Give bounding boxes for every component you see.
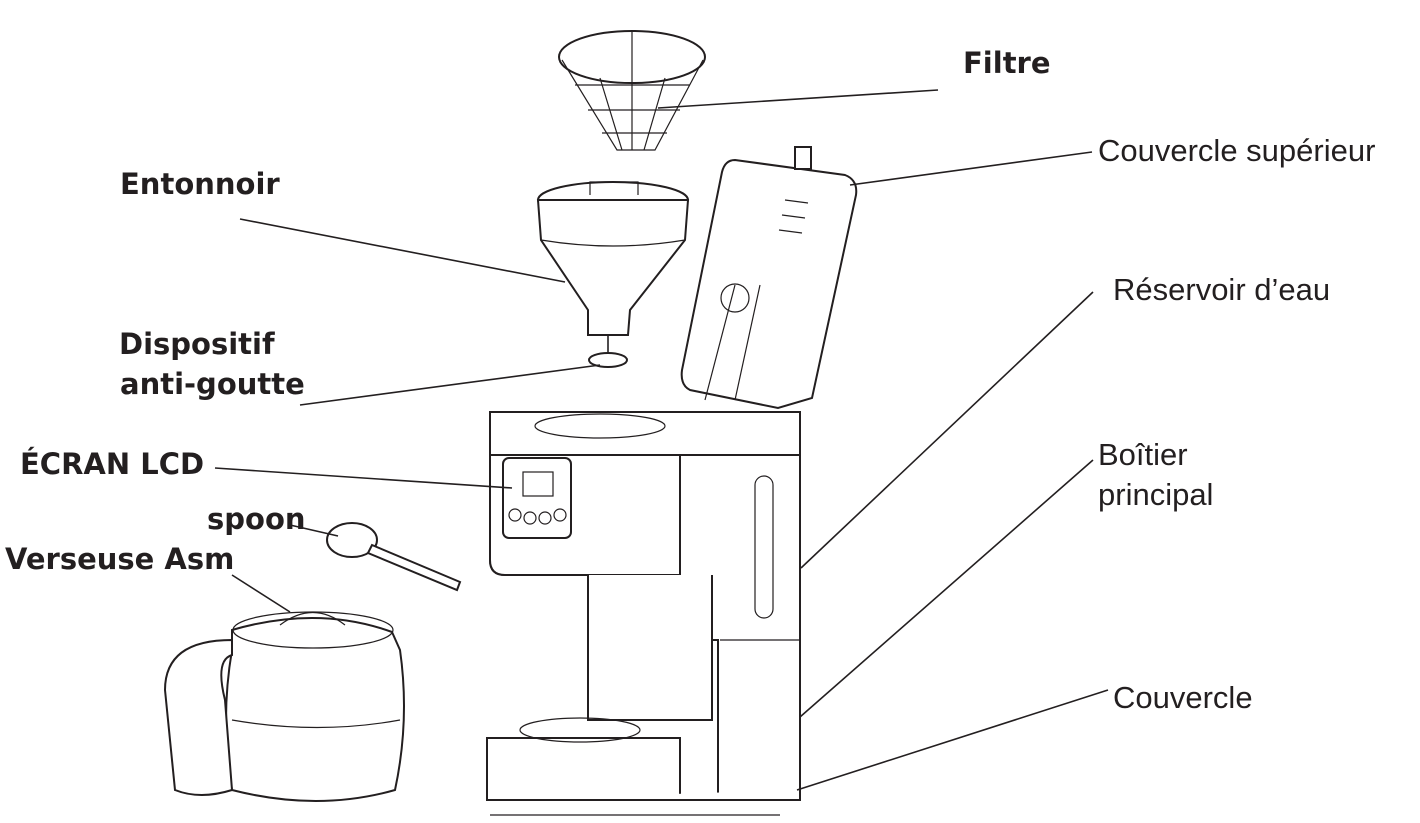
label-dispositif-line1: Dispositif <box>119 327 275 361</box>
top-lid <box>680 146 858 410</box>
label-ecran: ÉCRAN LCD <box>20 447 205 481</box>
label-dispositif-line2: anti-goutte <box>120 367 305 401</box>
base <box>486 575 801 816</box>
label-entonnoir: Entonnoir <box>120 167 280 201</box>
anti-drip-device <box>588 335 628 368</box>
label-reservoir: Réservoir d’eau <box>1113 272 1331 307</box>
leader-couvercle-superieur <box>849 151 1093 186</box>
label-couvercle-superieur: Couvercle supérieur <box>1098 133 1376 168</box>
leader-reservoir <box>800 291 1094 569</box>
label-verseuse: Verseuse Asm <box>5 542 235 576</box>
label-filtre: Filtre <box>963 46 1051 80</box>
leader-boitier <box>799 459 1094 718</box>
label-couvercle: Couvercle <box>1113 680 1253 715</box>
spoon <box>326 522 462 592</box>
leader-verseuse <box>231 574 291 613</box>
leader-couvercle <box>796 689 1109 791</box>
label-spoon: spoon <box>207 502 306 536</box>
label-boitier-line1: Boîtier <box>1098 437 1188 472</box>
funnel <box>536 181 690 336</box>
leader-filtre <box>657 89 939 109</box>
label-boitier-line2: principal <box>1098 477 1214 512</box>
filter-basket <box>558 30 706 151</box>
leader-spoon <box>289 524 339 537</box>
leader-entonnoir <box>239 218 566 283</box>
leader-dispositif <box>299 364 601 406</box>
leader-ecran <box>214 467 513 489</box>
lcd-panel <box>502 457 572 539</box>
carafe <box>163 611 405 802</box>
leader-lines <box>214 89 1109 791</box>
